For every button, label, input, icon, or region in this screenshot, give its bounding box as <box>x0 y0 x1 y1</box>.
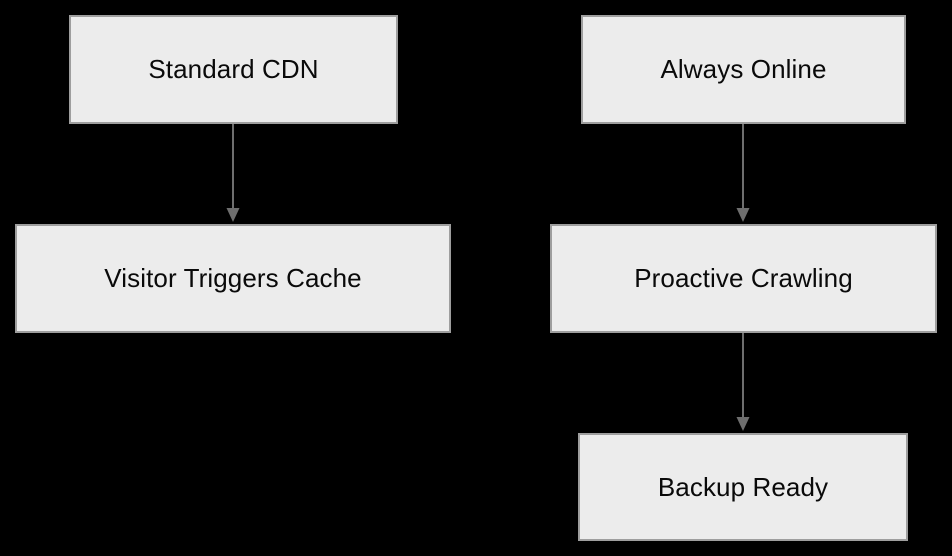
node-standard-cdn[interactable]: Standard CDN <box>69 15 398 124</box>
node-visitor-triggers-cache[interactable]: Visitor Triggers Cache <box>15 224 451 333</box>
node-proactive-crawling[interactable]: Proactive Crawling <box>550 224 937 333</box>
node-label: Proactive Crawling <box>634 263 853 294</box>
arrowhead-down-icon <box>226 208 240 222</box>
edge-always-online-to-proactive-crawling <box>736 124 750 222</box>
arrowhead-down-icon <box>736 208 750 222</box>
node-always-online[interactable]: Always Online <box>581 15 906 124</box>
node-label: Standard CDN <box>148 54 319 85</box>
node-label: Visitor Triggers Cache <box>104 263 362 294</box>
edge-proactive-crawling-to-backup-ready <box>736 333 750 431</box>
edge-standard-cdn-to-visitor-triggers-cache <box>226 124 240 222</box>
node-label: Always Online <box>660 54 827 85</box>
node-label: Backup Ready <box>657 471 829 502</box>
arrowhead-down-icon <box>736 417 750 431</box>
node-backup-ready[interactable]: Backup Ready <box>578 433 908 541</box>
